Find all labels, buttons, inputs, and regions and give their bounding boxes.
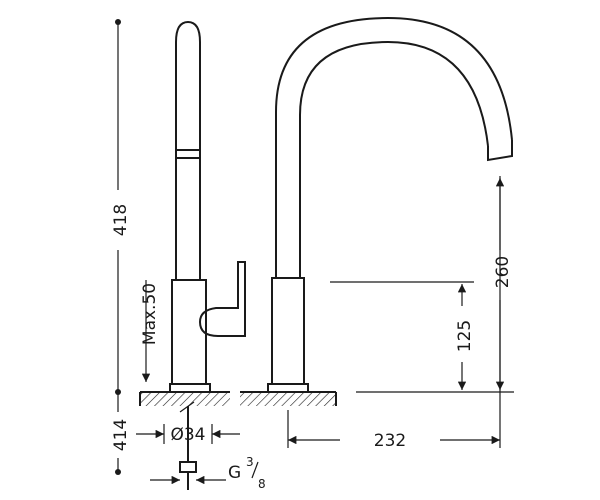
thread-spec-denominator: 8 bbox=[258, 477, 266, 491]
thread-spec-slash bbox=[251, 461, 259, 479]
side-view-base bbox=[171, 279, 207, 385]
dim-hole-diameter-label: Ø34 bbox=[170, 425, 205, 445]
front-view bbox=[267, 16, 513, 393]
dim-total-height: 418 bbox=[111, 19, 131, 395]
dim-total-height-label: 418 bbox=[111, 204, 131, 236]
dim-reach-label: 232 bbox=[374, 431, 406, 451]
dim-below-surface-label: 414 bbox=[111, 419, 131, 451]
supply-line bbox=[150, 401, 226, 490]
front-view-spout-tip bbox=[487, 140, 513, 162]
side-view bbox=[169, 20, 246, 393]
dim-lever-height-label: 125 bbox=[455, 320, 475, 352]
dim-hole-diameter: Ø34 bbox=[136, 424, 240, 445]
thread-spec: G 3 8 bbox=[228, 455, 266, 491]
dim-reach: 232 bbox=[287, 176, 501, 451]
dim-max-thickness-label: Max.50 bbox=[140, 283, 160, 345]
supply-break-mark bbox=[179, 401, 195, 413]
dim-below-surface: 414 bbox=[111, 392, 131, 475]
thread-spec-numerator: 3 bbox=[246, 455, 254, 469]
front-view-base bbox=[271, 277, 305, 385]
side-view-foot bbox=[169, 383, 211, 393]
dim-below-point bbox=[115, 469, 121, 475]
side-view-handle bbox=[198, 261, 246, 337]
thread-spec-prefix: G bbox=[228, 463, 241, 483]
countertop-right-hatch bbox=[240, 392, 336, 406]
dim-lever-height: 125 bbox=[330, 281, 475, 390]
dim-spout-height: 260 bbox=[356, 178, 514, 393]
front-view-spout-inner bbox=[299, 40, 489, 278]
supply-nut bbox=[179, 461, 197, 473]
side-view-body bbox=[175, 20, 201, 280]
front-view-foot bbox=[267, 383, 309, 393]
dim-max-thickness: Max.50 bbox=[140, 280, 160, 382]
countertop-left-hatch bbox=[140, 392, 230, 406]
dim-spout-height-label: 260 bbox=[493, 256, 513, 288]
front-view-spout-outer bbox=[275, 16, 513, 278]
countertop bbox=[139, 391, 337, 406]
